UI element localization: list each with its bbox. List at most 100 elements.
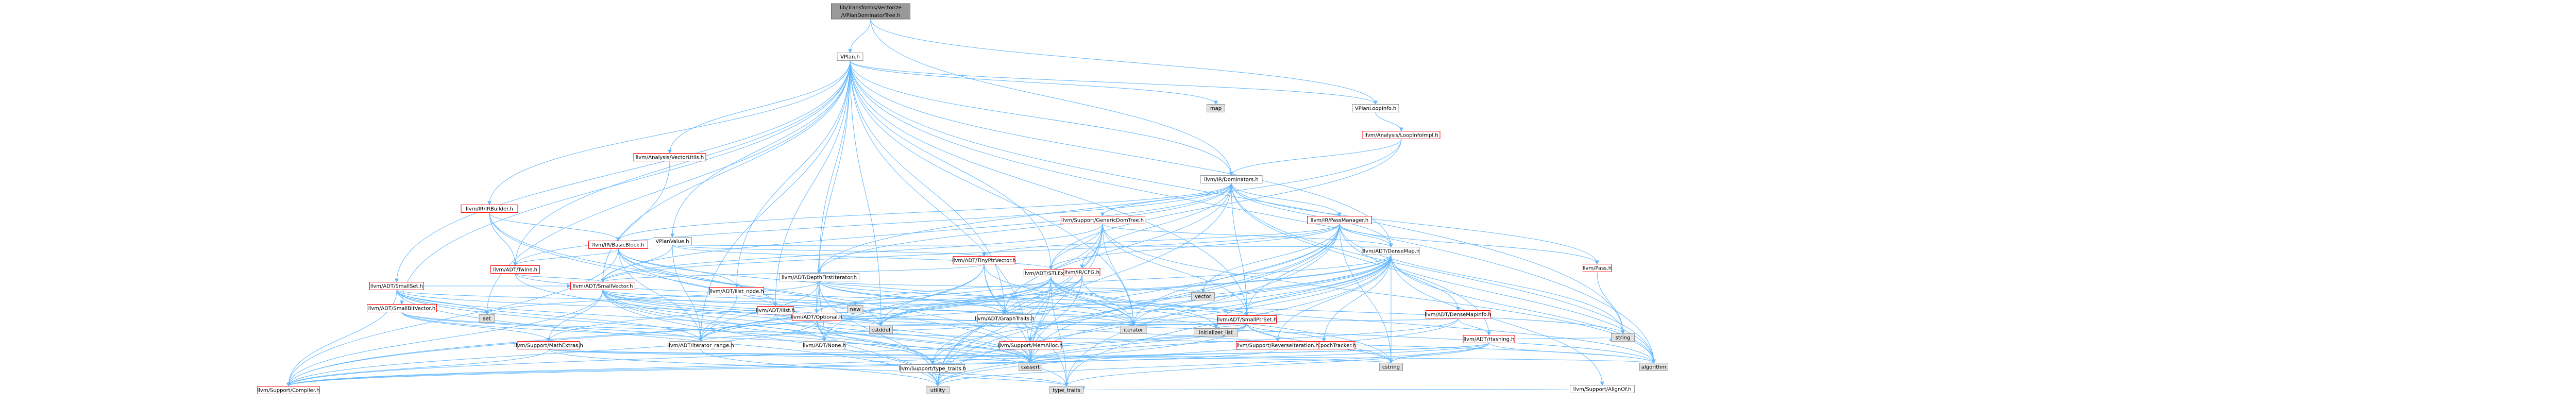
node-cstring: cstring — [1379, 363, 1403, 371]
node-basicblock[interactable]: llvm/IR/BasicBlock.h — [588, 241, 648, 249]
node-smallset[interactable]: llvm/ADT/SmallSet.h — [369, 282, 424, 290]
edge-smallptrset-initlist — [1214, 323, 1247, 329]
node-box — [588, 241, 648, 249]
node-hashing[interactable]: llvm/ADT/Hashing.h — [1463, 335, 1515, 343]
edge-passmanager-string — [1339, 224, 1625, 334]
node-irdominators[interactable]: llvm/IR/Dominators.h — [1200, 175, 1263, 183]
edge-passmanager-pass — [1339, 224, 1599, 265]
node-label: llvm/Analysis/LoopInfoImpl.h — [1364, 133, 1438, 139]
node-alignof[interactable]: llvm/Support/AlignOf.h — [1570, 385, 1635, 393]
edge-tinyptrvector-typetraits — [984, 264, 1069, 387]
edge-vplan-dfiterator — [817, 60, 851, 274]
node-label: llvm/ADT/SmallVector.h — [573, 284, 633, 290]
node-mathextras[interactable]: llvm/Support/MathExtras.h — [514, 341, 583, 349]
node-irbuilder[interactable]: llvm/IR/IRBuilder.h — [461, 205, 518, 213]
edge-basicblock-ilist — [618, 248, 777, 307]
node-smallptrset[interactable]: llvm/ADT/SmallPtrSet.h — [1217, 315, 1277, 324]
edge-densemapinfo-cassert — [1028, 318, 1459, 364]
node-loopinfoimpl[interactable]: llvm/Analysis/LoopInfoImpl.h — [1362, 131, 1440, 139]
node-box — [517, 341, 580, 349]
node-iteratorrange[interactable]: llvm/ADT/iterator_range.h — [667, 341, 734, 349]
node-utility: utility — [926, 386, 950, 394]
node-typetraitsllvm[interactable]: llvm/Support/type_traits.h — [899, 364, 966, 373]
node-label: VPlan.h — [840, 55, 860, 60]
node-vplan[interactable]: VPlan.h — [837, 53, 863, 61]
edge-densemapinfo-cstddef — [879, 318, 1459, 327]
node-smallvector[interactable]: llvm/ADT/SmallVector.h — [570, 282, 635, 290]
edge-optional-utility — [816, 321, 940, 387]
edge-genericdomtree-cassert — [1028, 224, 1103, 364]
edge-tinyptrvector-iterator — [984, 264, 1136, 327]
edge-basicblock-compiler — [286, 248, 619, 387]
node-typetraits: type_traits — [1049, 386, 1083, 394]
edge-vplan-vplanloopinfo — [850, 60, 1378, 105]
node-box — [653, 237, 692, 245]
node-box — [490, 265, 540, 274]
node-box — [837, 53, 863, 61]
node-box — [1307, 216, 1372, 224]
node-cassert: cassert — [1019, 363, 1042, 371]
edge-passmanager-stlextras — [1049, 224, 1340, 270]
edge-alignof-typetraits — [1082, 386, 1570, 391]
node-cfg[interactable]: llvm/IR/CFG.h — [1063, 268, 1100, 276]
node-reverseiteration[interactable]: llvm/Support/ReverseIteration.h — [1236, 341, 1319, 349]
node-label: initializer_list — [1199, 330, 1233, 336]
edge-layer — [286, 19, 1656, 391]
node-algorithm: algorithm — [1639, 363, 1668, 371]
node-memalloc[interactable]: llvm/Support/MemAlloc.h — [998, 341, 1063, 349]
node-tinyptrvector[interactable]: llvm/ADT/TinyPtrVector.h — [952, 256, 1016, 264]
node-vplanvalue[interactable]: VPlanValue.h — [653, 237, 692, 245]
edge-smallvector-iterator — [602, 290, 1136, 327]
node-graphtraits[interactable]: llvm/ADT/GraphTraits.h — [975, 314, 1035, 323]
node-pass[interactable]: llvm/Pass.h — [1583, 264, 1612, 272]
edge-smallbitvector-mathextras — [401, 312, 551, 342]
edge-passmanager-smallvector — [601, 224, 1340, 283]
node-box — [257, 386, 320, 394]
node-twine[interactable]: llvm/ADT/Twine.h — [490, 265, 540, 274]
node-label: algorithm — [1641, 365, 1666, 371]
edge-smallptrset-compiler — [286, 323, 1247, 387]
node-smallbitvector[interactable]: llvm/ADT/SmallBitVector.h — [367, 304, 437, 312]
node-label: lib/Transforms/Vectorize — [840, 5, 902, 11]
edge-densemap-reverseiteration — [1276, 255, 1392, 342]
edge-vplan-stlextras — [850, 60, 1053, 270]
node-box — [1352, 104, 1399, 112]
node-root[interactable]: lib/Transforms/Vectorize/VPlanDominatorT… — [831, 3, 910, 20]
node-box — [847, 305, 863, 313]
node-ilist[interactable]: llvm/ADT/ilist.h — [756, 306, 795, 314]
node-compiler[interactable]: llvm/Support/Compiler.h — [257, 386, 320, 394]
edge-dfiterator-optional — [815, 281, 820, 314]
node-vectorutils[interactable]: llvm/Analysis/VectorUtils.h — [633, 153, 706, 161]
edge-densemap-new — [853, 255, 1392, 306]
node-label: map — [1210, 106, 1222, 112]
node-vplanloopinfo[interactable]: VPlanLoopInfo.h — [1352, 104, 1399, 112]
edge-vplan-iterator — [850, 60, 1136, 327]
edge-vplan-graphtraits — [850, 60, 1007, 315]
node-optional[interactable]: llvm/ADT/Optional.h — [791, 313, 842, 321]
edge-genericdomtree-iterator — [1102, 224, 1136, 327]
node-label: llvm/IR/CFG.h — [1064, 270, 1099, 276]
node-none[interactable]: llvm/ADT/None.h — [803, 341, 846, 349]
node-box — [1362, 247, 1420, 255]
edge-optional-typetraitsllvm — [816, 321, 935, 365]
edge-irdominators-twine — [513, 183, 1232, 266]
edge-root-vplanloopinfo — [870, 19, 1378, 105]
edge-stlextras-iterator — [1050, 277, 1136, 327]
node-densemap[interactable]: llvm/ADT/DenseMap.h — [1362, 247, 1420, 255]
edge-vplan-densemap — [850, 60, 1393, 248]
node-label: llvm/IR/BasicBlock.h — [592, 243, 645, 248]
node-genericdomtree[interactable]: llvm/Support/GenericDomTree.h — [1060, 216, 1145, 224]
node-ilistnode[interactable]: llvm/ADT/ilist_node.h — [709, 287, 764, 295]
edge-passmanager-cstring — [1339, 224, 1393, 364]
edge-vplan-iteratorrange — [699, 60, 851, 342]
node-box — [1194, 328, 1238, 336]
node-densemapinfo[interactable]: llvm/ADT/DenseMapInfo.h — [1425, 310, 1492, 318]
edge-dfiterator-graphtraits — [819, 281, 1007, 315]
edge-irdominators-pass — [1231, 183, 1599, 265]
node-label: llvm/ADT/SmallSet.h — [370, 284, 423, 290]
node-dfiterator[interactable]: llvm/ADT/DepthFirstIterator.h — [779, 273, 859, 281]
node-box — [1362, 131, 1440, 139]
edge-smallvector-typetraits — [602, 290, 1069, 387]
node-passmanager[interactable]: llvm/IR/PassManager.h — [1307, 216, 1372, 224]
node-label: llvm/Support/type_traits.h — [899, 366, 966, 372]
